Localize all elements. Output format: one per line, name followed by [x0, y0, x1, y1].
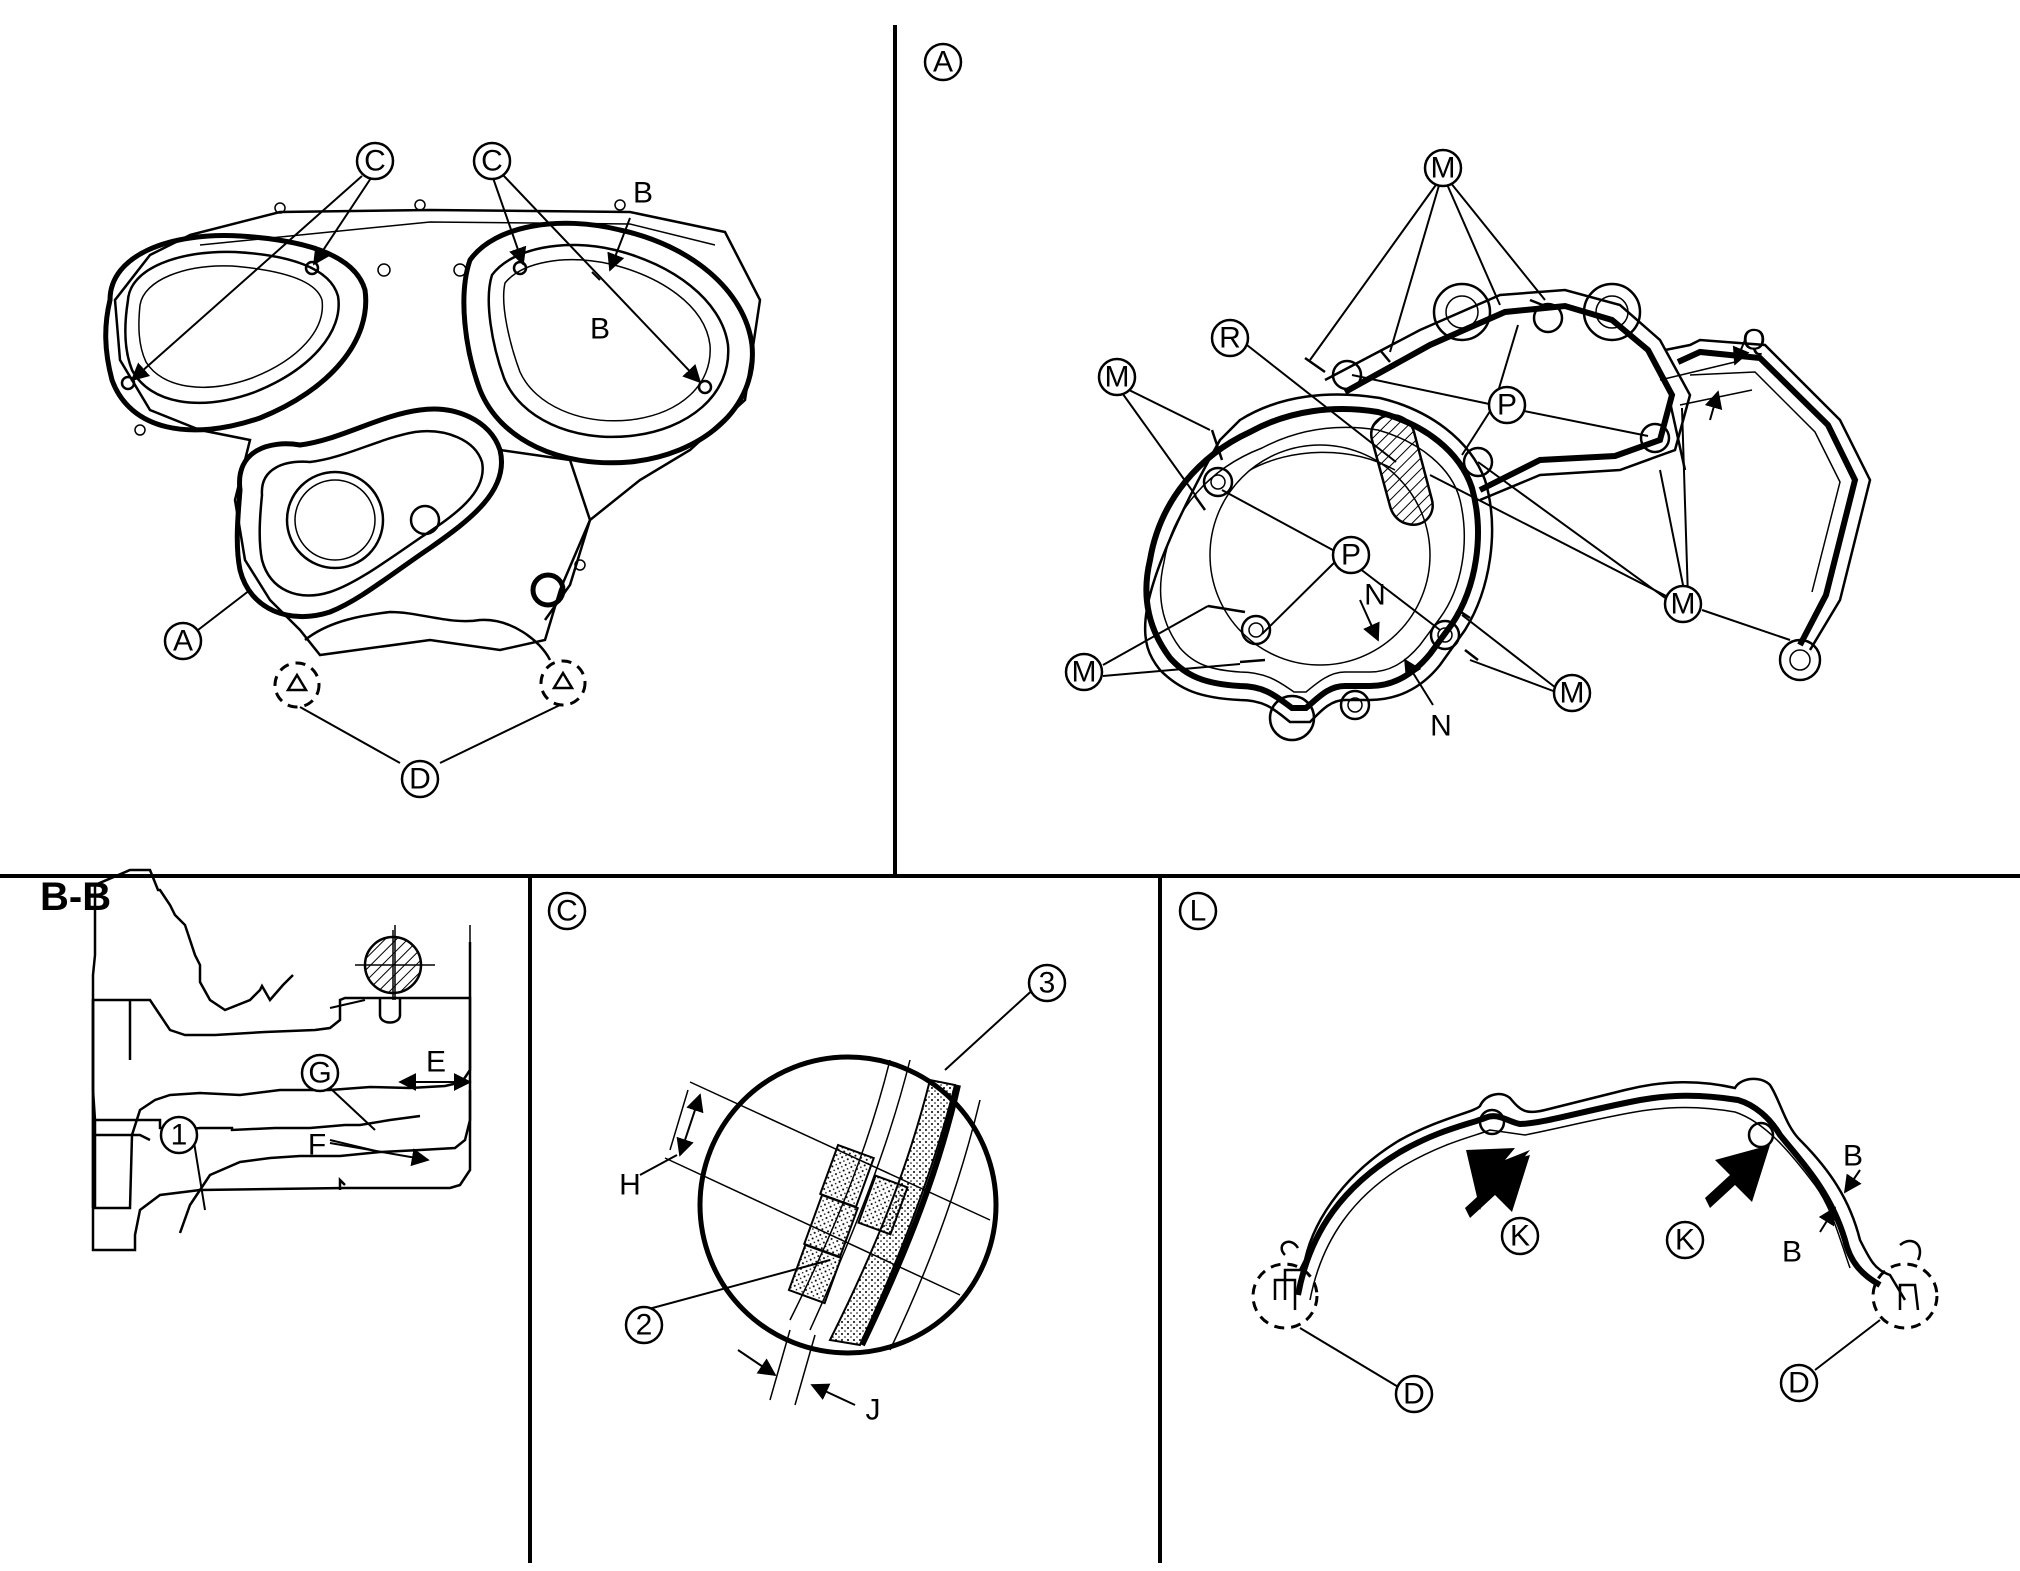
svg-text:C: C: [364, 145, 386, 178]
callout-a-overview: A: [163, 621, 203, 661]
svg-text:M: M: [1431, 152, 1456, 185]
housing-drawing: [1143, 282, 1872, 742]
detail-l-title: L: [1178, 891, 1218, 931]
callout-m-right: M: [1663, 584, 1703, 624]
detail-c-panel: C 3: [547, 891, 1067, 1427]
lower-rail-drawing: [1251, 1077, 1939, 1330]
label-f: F: [308, 1129, 326, 1162]
svg-text:D: D: [1403, 1378, 1425, 1411]
section-bb-profile: [91, 925, 472, 1252]
detail-l-leaders: [1299, 1169, 1881, 1389]
svg-text:K: K: [1510, 1220, 1530, 1253]
svg-text:M: M: [1560, 677, 1585, 710]
detail-l-panel: L K: [1178, 891, 1939, 1414]
svg-text:L: L: [1190, 895, 1207, 928]
label-q: Q: [1742, 324, 1765, 357]
label-b-l-top: B: [1843, 1140, 1863, 1173]
label-j: J: [866, 1394, 881, 1427]
svg-text:P: P: [1497, 389, 1517, 422]
svg-text:1: 1: [171, 1119, 188, 1152]
svg-text:D: D: [1788, 1367, 1810, 1400]
callout-r: R: [1210, 318, 1250, 358]
detail-c-title: C: [547, 891, 587, 931]
label-b-top: B: [633, 177, 653, 210]
callout-k-left: K: [1500, 1216, 1540, 1256]
label-n-lower: N: [1430, 710, 1452, 743]
callout-d-l-right: D: [1779, 1363, 1819, 1403]
svg-text:K: K: [1675, 1224, 1695, 1257]
callout-m-lower-left: M: [1064, 652, 1104, 692]
callout-2: 2: [624, 1305, 664, 1345]
label-b-bottom: B: [590, 313, 610, 346]
callout-k-right: K: [1665, 1220, 1705, 1260]
callout-p-top: P: [1487, 385, 1527, 425]
callout-m-left: M: [1097, 357, 1137, 397]
label-e: E: [426, 1046, 446, 1079]
insertion-arrows: [1465, 1145, 1770, 1218]
svg-text:M: M: [1105, 361, 1130, 394]
callout-g: G: [300, 1053, 340, 1093]
svg-text:M: M: [1671, 588, 1696, 621]
label-h: H: [619, 1169, 641, 1202]
callout-c-left: C: [355, 141, 395, 181]
svg-text:C: C: [556, 895, 578, 928]
svg-text:2: 2: [636, 1309, 653, 1342]
callout-1: 1: [159, 1115, 199, 1155]
overview-leaders: [130, 174, 702, 764]
detail-a-title: A: [923, 42, 963, 82]
panel-dividers: [0, 25, 2020, 1563]
callout-m-lower-right: M: [1552, 673, 1592, 713]
detail-c-leaders: [639, 984, 1039, 1406]
overview-panel: C C B B A D: [103, 141, 762, 799]
detail-a-panel: A: [923, 42, 1872, 743]
callout-c-right: C: [472, 141, 512, 181]
svg-text:P: P: [1341, 539, 1361, 572]
label-n-upper: N: [1364, 579, 1386, 612]
magnified-bead-drawing: [664, 1054, 999, 1406]
callout-d-overview: D: [400, 759, 440, 799]
callout-d-l-left: D: [1394, 1374, 1434, 1414]
cover-cross-section-drawing: [91, 868, 472, 1234]
svg-text:3: 3: [1039, 967, 1056, 1000]
svg-text:R: R: [1219, 322, 1241, 355]
svg-text:M: M: [1072, 656, 1097, 689]
callout-m-top: M: [1423, 148, 1463, 188]
section-bb-leaders: [191, 999, 472, 1211]
svg-text:D: D: [409, 763, 431, 796]
svg-text:C: C: [481, 145, 503, 178]
svg-text:A: A: [933, 46, 953, 79]
section-bb-panel: B-B: [40, 868, 472, 1252]
detail-a-leaders: [1102, 181, 1791, 706]
callout-3: 3: [1027, 963, 1067, 1003]
label-b-l-bottom: B: [1782, 1236, 1802, 1269]
svg-text:G: G: [308, 1057, 331, 1090]
svg-text:A: A: [173, 625, 193, 658]
callout-p-lower: P: [1331, 535, 1371, 575]
timing-chain-case-drawing: [103, 199, 762, 709]
